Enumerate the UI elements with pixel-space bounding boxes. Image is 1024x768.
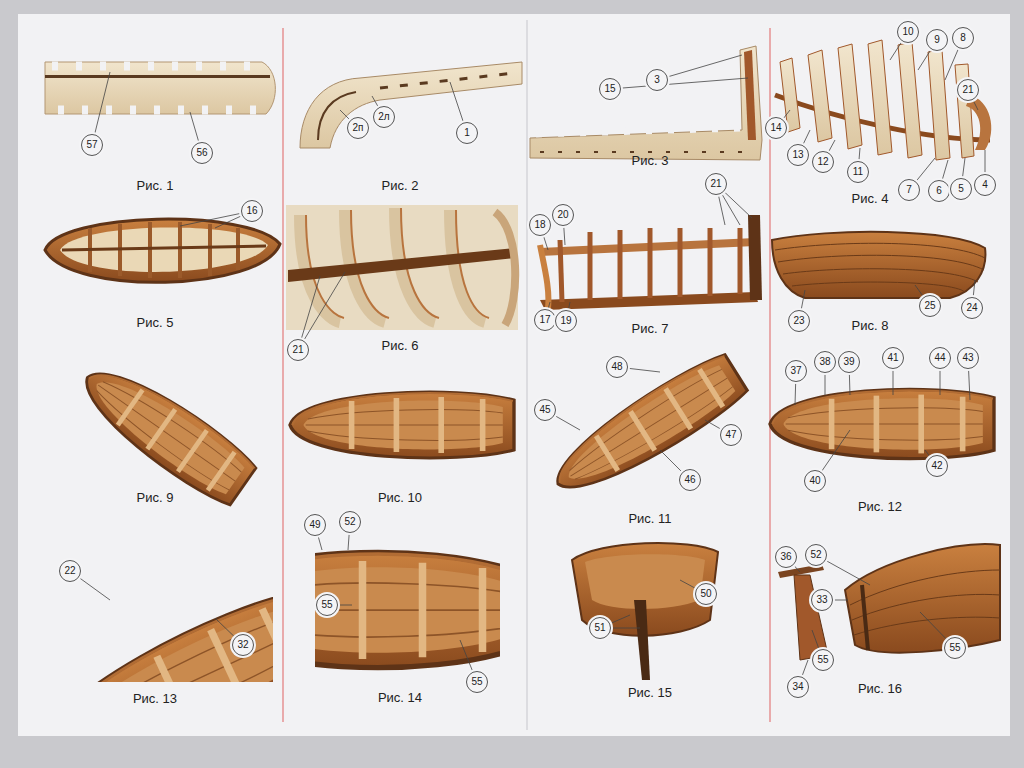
callout-number: 15 <box>599 78 621 100</box>
callout-number: 11 <box>847 161 869 183</box>
figure-1-keel <box>45 62 275 114</box>
figure-7-hull-side <box>540 215 762 310</box>
figure-caption: Рис. 7 <box>632 321 669 336</box>
figure-8-planked-hull <box>772 232 985 298</box>
leader-lines <box>70 32 985 687</box>
figure-4-frames <box>775 40 991 160</box>
callout-number: 7 <box>898 179 920 201</box>
callout-number: 1 <box>456 122 478 144</box>
callout-number: 23 <box>788 310 810 332</box>
callout-number: 21 <box>287 339 309 361</box>
callout-number: 36 <box>775 546 797 568</box>
figure-3-keel-stern <box>530 46 762 160</box>
figure-caption: Рис. 16 <box>858 681 902 696</box>
figure-caption: Рис. 4 <box>852 191 889 206</box>
figure-12-boat <box>770 389 994 458</box>
callout-number: 14 <box>765 117 787 139</box>
callout-number: 19 <box>555 310 577 332</box>
callout-number: 39 <box>838 351 860 373</box>
callout-number: 13 <box>787 144 809 166</box>
figure-2-stem <box>300 62 522 148</box>
figure-16-rudder <box>778 544 1000 660</box>
callout-number: 43 <box>957 347 979 369</box>
callout-number: 16 <box>241 200 263 222</box>
callout-number: 9 <box>926 29 948 51</box>
callout-number: 38 <box>814 351 836 373</box>
callout-number: 5 <box>950 178 972 200</box>
callout-number: 55 <box>944 637 966 659</box>
figure-caption: Рис. 15 <box>628 685 672 700</box>
callout-number: 32 <box>232 634 254 656</box>
callout-number: 49 <box>304 514 326 536</box>
callout-number: 42 <box>926 455 948 477</box>
callout-number: 4 <box>974 174 996 196</box>
figure-caption: Рис. 9 <box>137 490 174 505</box>
callout-number: 24 <box>961 297 983 319</box>
figure-9-boat <box>70 353 260 511</box>
figure-caption: Рис. 6 <box>382 338 419 353</box>
figure-caption: Рис. 8 <box>852 318 889 333</box>
callout-number: 41 <box>882 347 904 369</box>
callout-number: 17 <box>534 309 556 331</box>
figure-caption: Рис. 14 <box>378 690 422 705</box>
callout-number: 2п <box>347 117 369 139</box>
callout-number: 55 <box>812 649 834 671</box>
figure-5-hull-top <box>45 219 280 282</box>
figure-15-stern-rudder <box>572 543 718 680</box>
callout-number: 25 <box>919 295 941 317</box>
callout-number: 21 <box>705 173 727 195</box>
figure-14-boat-closeup <box>315 552 500 667</box>
callout-number: 46 <box>679 469 701 491</box>
callout-number: 55 <box>316 594 338 616</box>
figure-caption: Рис. 13 <box>133 691 177 706</box>
callout-number: 22 <box>59 560 81 582</box>
callout-number: 52 <box>805 544 827 566</box>
callout-number: 50 <box>695 583 717 605</box>
figure-caption: Рис. 11 <box>628 511 671 526</box>
column-divider <box>282 28 283 722</box>
callout-number: 45 <box>534 399 556 421</box>
figure-caption: Рис. 5 <box>137 315 174 330</box>
callout-number: 47 <box>720 424 742 446</box>
callout-number: 20 <box>552 204 574 226</box>
callout-number: 8 <box>952 27 974 49</box>
callout-number: 52 <box>339 511 361 533</box>
callout-number: 2л <box>373 106 395 128</box>
callout-number: 51 <box>589 617 611 639</box>
callout-number: 21 <box>957 79 979 101</box>
figure-caption: Рис. 12 <box>858 499 902 514</box>
paper-sheet <box>18 14 1010 736</box>
callout-number: 3 <box>646 69 668 91</box>
figure-13-boat-detail <box>33 582 273 682</box>
callout-number: 10 <box>897 21 919 43</box>
callout-number: 37 <box>785 360 807 382</box>
figure-10-boat <box>290 392 514 458</box>
figure-caption: Рис. 2 <box>382 178 419 193</box>
figure-6-frames-closeup <box>286 205 518 330</box>
figure-caption: Рис. 10 <box>378 490 422 505</box>
callout-number: 34 <box>787 676 809 698</box>
callout-number: 56 <box>191 142 213 164</box>
callout-number: 48 <box>606 356 628 378</box>
callout-number: 40 <box>804 470 826 492</box>
callout-number: 33 <box>811 589 833 611</box>
callout-number: 12 <box>812 151 834 173</box>
callout-number: 18 <box>529 214 551 236</box>
callout-number: 6 <box>928 180 950 202</box>
fold-crease <box>526 20 528 730</box>
figure-11-boat <box>543 349 751 508</box>
callout-number: 55 <box>466 671 488 693</box>
figure-caption: Рис. 1 <box>137 178 174 193</box>
callout-number: 57 <box>81 134 103 156</box>
callout-number: 44 <box>929 347 951 369</box>
figure-caption: Рис. 3 <box>632 153 669 168</box>
